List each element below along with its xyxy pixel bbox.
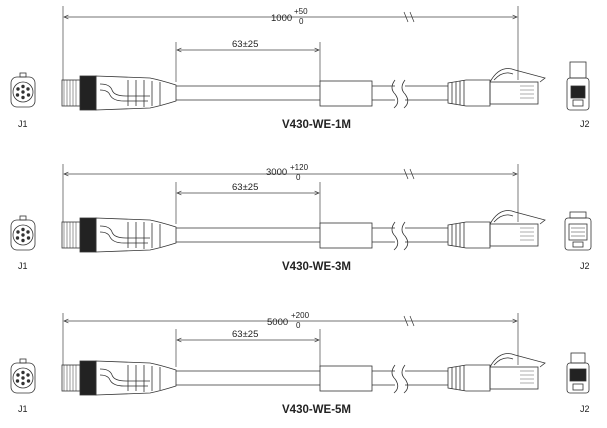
j1-label: J1 [18, 119, 28, 129]
short-dimension [175, 182, 321, 224]
cable [176, 221, 448, 251]
m12-connector [61, 75, 177, 111]
j2-label: J2 [580, 261, 590, 271]
j2-end-view [566, 352, 590, 394]
short-dimension-text: 63±25 [232, 182, 258, 193]
m12-connector [61, 217, 177, 253]
cable [176, 364, 448, 394]
short-dimension [175, 329, 321, 367]
overall-length-dimension [62, 313, 519, 365]
overall-length-text: 3000 [266, 167, 287, 178]
tolerance-plus-text: +200 [291, 311, 310, 320]
tolerance-minus-text: 0 [296, 173, 301, 182]
j2-end-view [566, 61, 590, 111]
rj45-plug [447, 68, 546, 107]
short-dimension-text: 63±25 [232, 329, 258, 340]
overall-length-dimension [62, 164, 519, 222]
j1-end-view [10, 358, 36, 394]
j2-end-view [564, 211, 592, 251]
assembly-1m: 1000 +50 0 63±25 J1 [10, 6, 590, 131]
rj45-plug [447, 353, 546, 392]
assembly-3m: 3000 +120 0 63±25 J1 [10, 163, 592, 273]
short-dimension [175, 42, 321, 82]
part-number: V430-WE-1M [282, 119, 351, 131]
j1-end-view [10, 72, 36, 108]
j1-label: J1 [18, 261, 28, 271]
part-number: V430-WE-5M [282, 404, 351, 416]
j1-end-view [10, 215, 36, 251]
tolerance-minus-text: 0 [299, 17, 304, 26]
part-number: V430-WE-3M [282, 261, 351, 273]
tolerance-plus-text: +120 [290, 163, 309, 172]
cable [176, 79, 448, 109]
j1-label: J1 [18, 404, 28, 414]
j2-label: J2 [580, 119, 590, 129]
overall-length-text: 1000 [271, 13, 292, 24]
tolerance-minus-text: 0 [296, 321, 301, 330]
j2-label: J2 [580, 404, 590, 414]
overall-length-dimension [62, 6, 519, 80]
short-dimension-text: 63±25 [232, 39, 258, 50]
rj45-plug [447, 210, 546, 249]
assembly-5m: 5000 +200 0 63±25 J1 [10, 311, 590, 416]
tolerance-plus-text: +50 [294, 7, 308, 16]
m12-connector [61, 360, 177, 396]
overall-length-text: 5000 [267, 317, 288, 328]
